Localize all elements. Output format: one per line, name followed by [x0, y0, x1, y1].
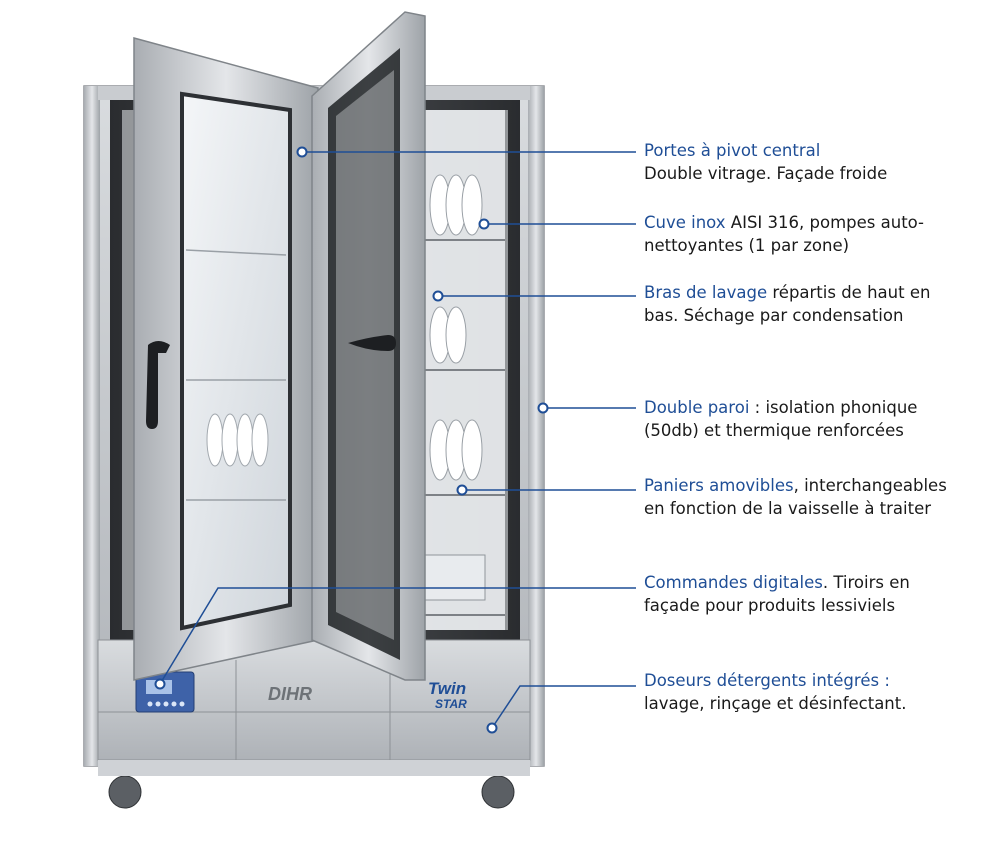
pointer-line-6 [159, 587, 636, 685]
callout-line-1: Cuve inox AISI 316, pompes auto- [644, 211, 989, 234]
callout-line-2: (50db) et thermique renforcées [644, 421, 904, 440]
callout-line-2: lavage, rinçage et désinfectant. [644, 694, 907, 713]
callout-highlight: Portes à pivot central [644, 141, 821, 160]
left-door [133, 37, 319, 681]
pointer-lines [159, 151, 636, 729]
pointer-dot-6 [154, 678, 166, 690]
callout-highlight: Cuve inox [644, 213, 726, 232]
callout-baskets: Paniers amovibles, interchangeables en f… [644, 474, 989, 520]
pointer-dot-2 [478, 218, 490, 230]
callout-highlight: Doseurs détergents intégrés : [644, 671, 890, 690]
callout-highlight: Bras de lavage [644, 283, 768, 302]
callout-wash-arms: Bras de lavage répartis de haut en bas. … [644, 281, 989, 327]
callout-line-2: bas. Séchage par condensation [644, 306, 904, 325]
callout-text: AISI 316, pompes auto- [725, 213, 925, 232]
callout-highlight: Commandes digitales [644, 573, 823, 592]
pointer-dot-7 [486, 722, 498, 734]
callout-text: : isolation phonique [749, 398, 918, 417]
right-door [311, 11, 426, 681]
callout-line-2: Double vitrage. Façade froide [644, 164, 888, 183]
callout-line-2: façade pour produits lessiviels [644, 596, 896, 615]
callout-line-1: Double paroi : isolation phonique [644, 396, 989, 419]
brand-twinstar-top: Twin [428, 679, 466, 698]
callout-line-1: Bras de lavage répartis de haut en [644, 281, 989, 304]
brand-dihr: DIHR [268, 684, 312, 704]
callout-highlight: Double paroi [644, 398, 750, 417]
pointer-dot-3 [432, 290, 444, 302]
callout-dosers: Doseurs détergents intégrés : lavage, ri… [644, 669, 989, 715]
callout-highlight: Paniers amovibles [644, 476, 794, 495]
callout-doors: Portes à pivot central Double vitrage. F… [644, 139, 989, 185]
callout-text: . Tiroirs en [822, 573, 910, 592]
base-panels [97, 639, 531, 809]
callout-line-2: nettoyantes (1 par zone) [644, 236, 850, 255]
callout-line-1: Paniers amovibles, interchangeables [644, 474, 989, 497]
callout-line-1: Commandes digitales. Tiroirs en [644, 571, 989, 594]
pointer-dots [154, 146, 549, 734]
callout-double-wall: Double paroi : isolation phonique (50db)… [644, 396, 989, 442]
callout-text: répartis de haut en [767, 283, 931, 302]
pointer-line-7 [491, 685, 636, 729]
callout-line-1: Portes à pivot central [644, 139, 989, 162]
callout-line-2: en fonction de la vaisselle à traiter [644, 499, 932, 518]
callout-line-1: Doseurs détergents intégrés : [644, 669, 989, 692]
callout-tank: Cuve inox AISI 316, pompes auto- nettoya… [644, 211, 989, 257]
pointer-dot-1 [296, 146, 308, 158]
pointer-dot-4 [537, 402, 549, 414]
brand-twinstar-bottom: STAR [435, 697, 467, 711]
pointer-dot-5 [456, 484, 468, 496]
callout-text: , interchangeables [793, 476, 947, 495]
callout-controls: Commandes digitales. Tiroirs en façade p… [644, 571, 989, 617]
